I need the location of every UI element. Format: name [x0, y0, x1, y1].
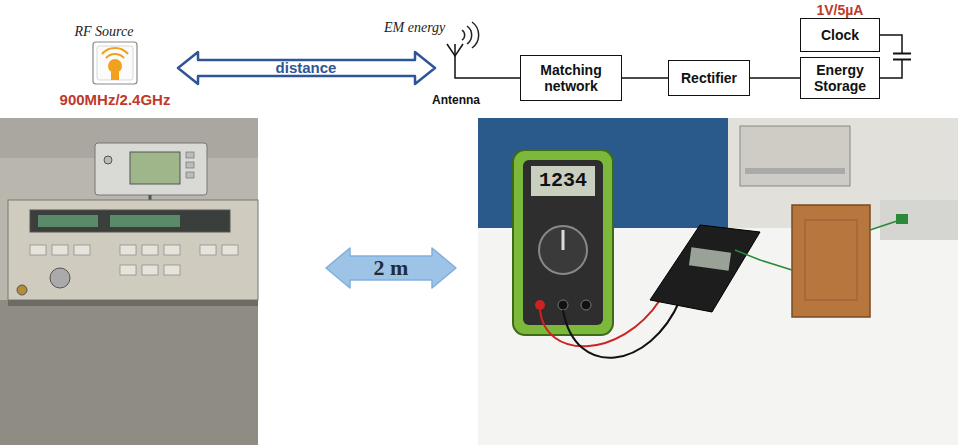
node-label: Clock	[821, 27, 859, 43]
source-title: RF Source	[75, 24, 134, 39]
meter-reading: 1234	[539, 170, 587, 192]
rectifier-box: Rectifier	[668, 60, 750, 96]
supply-rating: 1V/5µA	[817, 3, 864, 18]
matching-network-box: Matching network	[520, 55, 622, 101]
wire	[880, 35, 902, 78]
range-label: 2 m	[374, 256, 409, 280]
em-energy-label: EM energy	[384, 20, 445, 35]
distance-arrow	[178, 52, 435, 84]
wire	[750, 77, 800, 79]
node-label: Energy Storage	[807, 62, 873, 94]
antenna-label: Antenna	[432, 94, 480, 107]
em-waves	[462, 22, 479, 48]
node-label: Matching network	[527, 62, 615, 94]
energy-storage-box: Energy Storage	[800, 57, 880, 99]
wire	[622, 77, 668, 79]
range-arrow	[326, 248, 456, 288]
frequency-label: 900MHz/2.4GHz	[60, 92, 171, 109]
photo-harvester	[478, 118, 958, 445]
node-label: Rectifier	[681, 70, 737, 86]
antenna-symbol	[447, 44, 520, 78]
rf-source-icon	[93, 42, 137, 84]
photo-rf-source	[0, 118, 258, 445]
capacitor-symbol	[893, 54, 911, 60]
clock-box: Clock	[800, 18, 880, 52]
distance-label: distance	[276, 60, 337, 77]
